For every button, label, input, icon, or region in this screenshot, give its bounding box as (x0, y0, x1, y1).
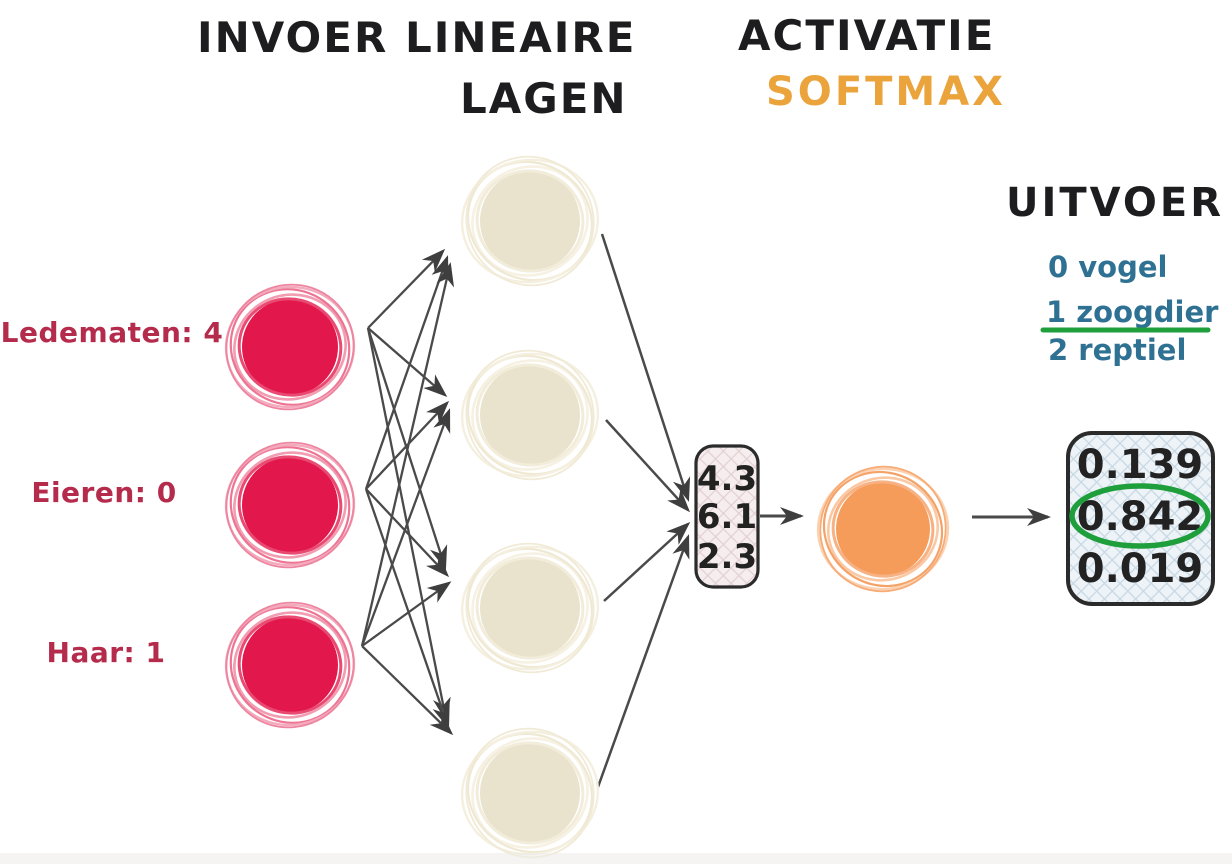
connection-line (364, 488, 450, 729)
input-node-3 (203, 579, 377, 751)
connection-line (360, 262, 455, 647)
hidden-node-3 (439, 517, 621, 699)
logit-value-2: 6.1 (697, 497, 757, 537)
class-legend: 0 vogel 1 zoogdier 2 reptiel (1040, 250, 1219, 367)
connection-line (360, 408, 451, 647)
header-softmax: SOFTMAX (766, 69, 1006, 115)
input-node-1 (203, 261, 377, 433)
probability-value-3: 0.019 (1077, 546, 1204, 592)
connection-line (367, 248, 446, 329)
hidden-node-2 (439, 324, 621, 506)
feature-label-eieren: Eieren: 0 (31, 476, 176, 509)
header-invoer: INVOER (197, 13, 388, 62)
input-to-hidden-connections (360, 248, 455, 736)
class-label-vogel: 0 vogel (1048, 250, 1167, 284)
connection-line (603, 521, 691, 602)
probability-value-2: 0.842 (1077, 494, 1204, 540)
softmax-activation-node (795, 441, 971, 617)
connection-line (365, 488, 450, 578)
class-label-reptiel: 2 reptiel (1048, 333, 1186, 367)
hidden-to-logits-connections (596, 233, 691, 788)
input-feature-labels: Ledematen: 4 Eieren: 0 Haar: 1 (1, 316, 224, 669)
connection-line (361, 645, 454, 736)
header-uitvoer: UITVOER (1006, 180, 1224, 226)
connection-line (600, 233, 691, 502)
highlighted-probability-ring (1069, 483, 1211, 549)
feature-label-haar: Haar: 1 (47, 636, 166, 669)
logits-box: 4.3 6.1 2.3 (694, 444, 760, 589)
feature-label-ledematen: Ledematen: 4 (1, 316, 224, 349)
hidden-layer (439, 130, 621, 864)
connection-line (361, 581, 452, 647)
input-layer (203, 261, 377, 751)
input-node-2 (203, 419, 377, 591)
output-box: 0.139 0.842 0.019 (1066, 431, 1215, 606)
probability-value-1: 0.139 (1077, 442, 1204, 488)
hidden-node-1 (439, 130, 621, 312)
connection-line (364, 255, 449, 490)
header-lineaire: LINEAIRE (405, 13, 636, 62)
header-activatie: ACTIVATIE (738, 11, 995, 60)
connection-line (605, 419, 691, 513)
bottom-artifact-band (0, 853, 1232, 864)
hidden-node-4 (439, 702, 621, 864)
class-label-zoogdier: 1 zoogdier (1046, 295, 1219, 329)
logit-value-3: 2.3 (697, 537, 757, 577)
connection-line (367, 327, 448, 397)
connection-line (596, 534, 690, 788)
logit-value-1: 4.3 (697, 459, 757, 499)
header-lagen: LAGEN (460, 74, 628, 123)
